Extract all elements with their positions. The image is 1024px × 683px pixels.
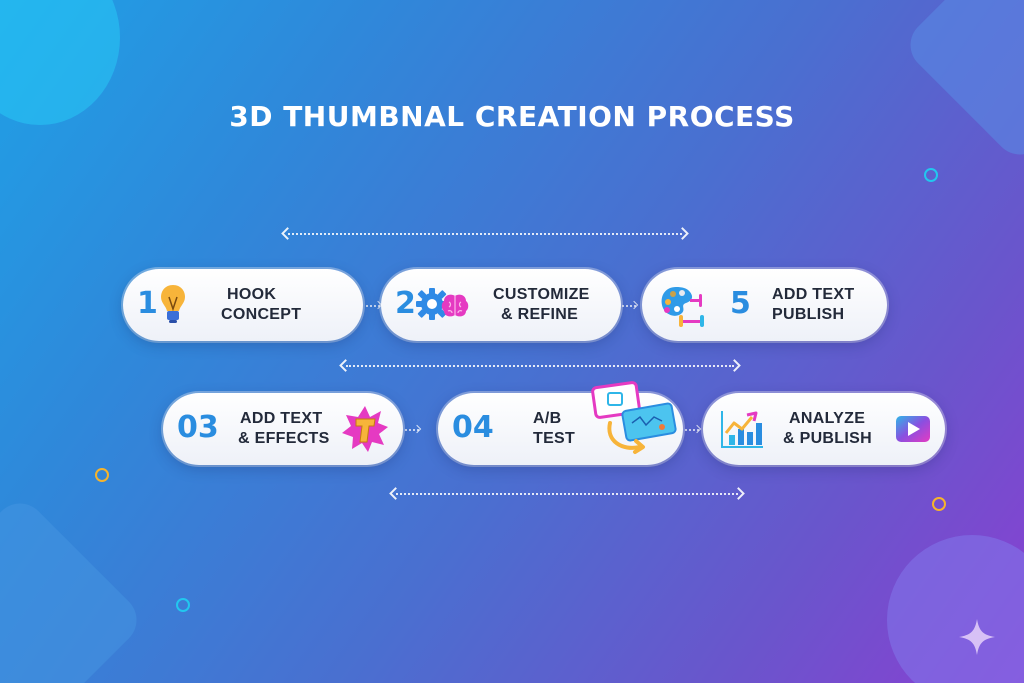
flow-arrow-2-5 (622, 305, 636, 307)
double-arrow-connector-top (281, 227, 689, 241)
page-title: 3D THUMBNAL CREATION PROCESS (229, 100, 795, 133)
flow-arrow-1-2 (366, 305, 380, 307)
step-card-add-text-publish: 5 ADD TEXT PUBLISH (642, 269, 887, 341)
sparkle-icon (959, 619, 995, 655)
step-label: ADD TEXT PUBLISH (772, 286, 855, 323)
decor-rounded-square-top-right (899, 0, 1024, 166)
play-button-icon (896, 416, 930, 442)
flow-arrow-4-6 (685, 429, 699, 431)
step-number: 1 (137, 286, 158, 321)
decor-circle-bottom-right (887, 535, 1024, 683)
lightbulb-icon (161, 285, 185, 323)
step-label: CUSTOMIZE & REFINE (493, 286, 590, 323)
step-number: 5 (730, 286, 751, 321)
decor-ring-cyan-bottom-left (176, 598, 190, 612)
decor-ring-cyan-top-right (924, 168, 938, 182)
step-label: HOOK CONCEPT (221, 286, 302, 323)
decor-ring-yellow-right (932, 497, 946, 511)
decor-ring-yellow-left (95, 468, 109, 482)
step-label: A/B TEST (533, 410, 576, 447)
palette-icon (661, 287, 704, 327)
double-arrow-connector-bottom (389, 487, 745, 501)
step-label: ADD TEXT & EFFECTS (238, 410, 330, 447)
text-starburst-icon (342, 406, 388, 452)
step-card-customize-refine: 2 CUSTOMIZE & REFINE (381, 269, 621, 341)
step-card-add-text-effects: 03 ADD TEXT & EFFECTS (163, 393, 403, 465)
growth-chart-icon (721, 411, 763, 448)
step-label: ANALYZE & PUBLISH (783, 410, 872, 447)
step-number: 2 (395, 286, 416, 321)
ab-thumbnails-icon (591, 381, 677, 454)
step-card-hook-concept: 1 HOOK CONCEPT (123, 269, 363, 341)
step-number: 03 (177, 410, 219, 445)
decor-rounded-square-bottom-left (0, 492, 148, 683)
brain-icon (441, 294, 469, 317)
step-card-ab-test: 04 A/B TEST (438, 381, 683, 465)
flow-arrow-3-4 (405, 429, 419, 431)
step-number: 04 (452, 410, 494, 445)
double-arrow-connector-middle (339, 359, 741, 373)
step-card-analyze-publish: ANALYZE & PUBLISH (703, 393, 945, 465)
